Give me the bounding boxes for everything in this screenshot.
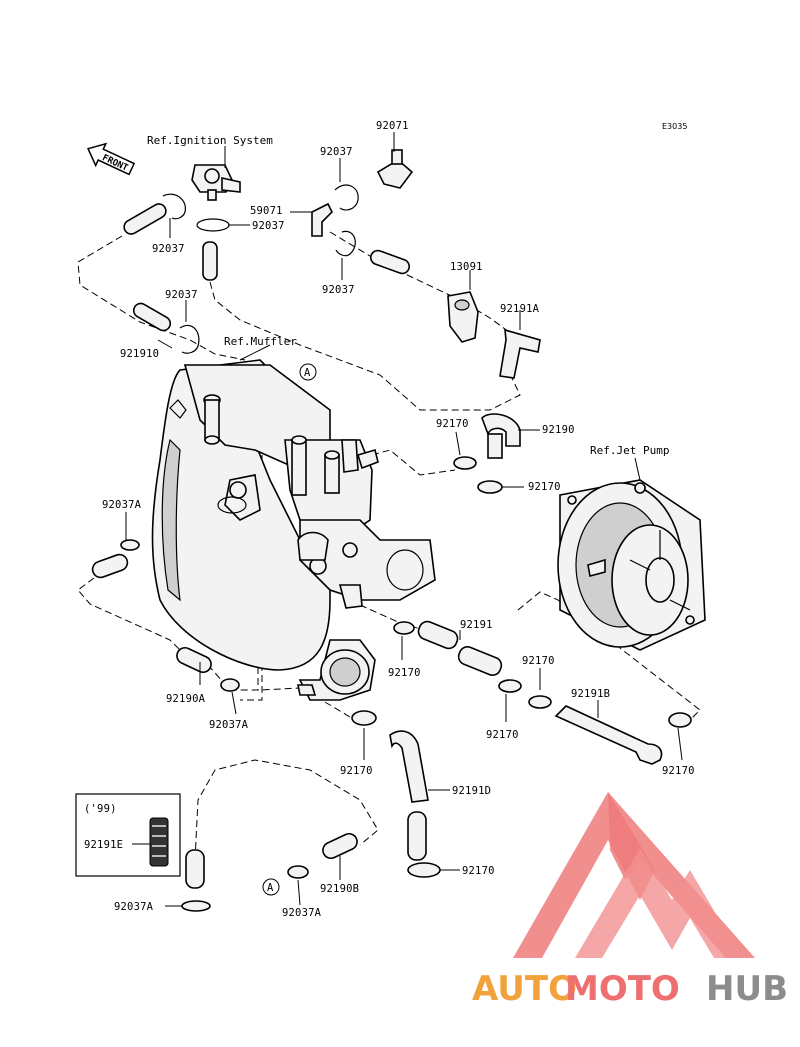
part-label-92037: 92037 <box>320 146 353 158</box>
callout-a-bottom: A <box>267 882 274 894</box>
part-label-92037A: 92037A <box>209 719 249 731</box>
part-label-92037A: 92037A <box>102 499 142 511</box>
part-label-92170: 92170 <box>388 667 421 679</box>
part-label-92191: 92191 <box>460 619 493 631</box>
part-label-92037A: 92037A <box>282 907 322 919</box>
part-label-92037: 92037 <box>252 220 285 232</box>
leader-lines <box>125 132 683 907</box>
part-label-92170: 92170 <box>528 481 561 493</box>
ref-muffler-label: Ref.Muffler <box>224 335 297 348</box>
part-labels: 92071 92037 59071 92037 92037 92037 1309… <box>84 120 695 919</box>
front-arrow: FRONT <box>87 142 136 176</box>
muffler-assembly <box>151 359 436 701</box>
part-label-92170: 92170 <box>522 655 555 667</box>
part-label-92170: 92170 <box>462 865 495 877</box>
logo-text-moto: MOTO <box>565 969 680 1009</box>
logo-text-auto: AUTO <box>472 969 577 1009</box>
hoses-and-clamps: A A <box>91 149 692 912</box>
part-label-59071: 59071 <box>250 205 283 217</box>
diagram-code: E3035 <box>662 122 687 131</box>
part-label-92037: 92037 <box>322 284 355 296</box>
logo-triangle-right <box>608 792 755 958</box>
logo-text-hub: HUB <box>706 969 788 1009</box>
part-label-921910: 921910 <box>120 348 159 360</box>
logo-m-shape <box>575 848 742 958</box>
part-label-92191B: 92191B <box>571 688 610 700</box>
ignition-fitting <box>191 164 241 201</box>
watermark-logo: AUTO MOTO HUB <box>472 792 788 1009</box>
year-box-label: ('99) <box>84 803 117 815</box>
part-label-92037: 92037 <box>152 243 185 255</box>
part-label-92190A: 92190A <box>166 693 206 705</box>
year-inset-box: ('99) <box>75 793 181 877</box>
part-label-92191D: 92191D <box>452 785 491 797</box>
part-label-92071: 92071 <box>376 120 409 132</box>
part-label-92170: 92170 <box>436 418 469 430</box>
callout-a-top: A <box>304 367 311 379</box>
part-label-92170: 92170 <box>340 765 373 777</box>
part-label-92190: 92190 <box>542 424 575 436</box>
part-label-92191E: 92191E <box>84 839 123 851</box>
part-label-13091: 13091 <box>450 261 483 273</box>
ref-jet-pump-label: Ref.Jet Pump <box>590 444 669 457</box>
part-label-92170: 92170 <box>662 765 695 777</box>
jet-pump <box>557 479 706 651</box>
part-label-92191A: 92191A <box>500 303 540 315</box>
part-label-92190B: 92190B <box>320 883 359 895</box>
part-label-92037A: 92037A <box>114 901 154 913</box>
part-label-92170: 92170 <box>486 729 519 741</box>
ref-ignition-label: Ref.Ignition System <box>147 134 273 147</box>
part-label-92037: 92037 <box>165 289 198 301</box>
